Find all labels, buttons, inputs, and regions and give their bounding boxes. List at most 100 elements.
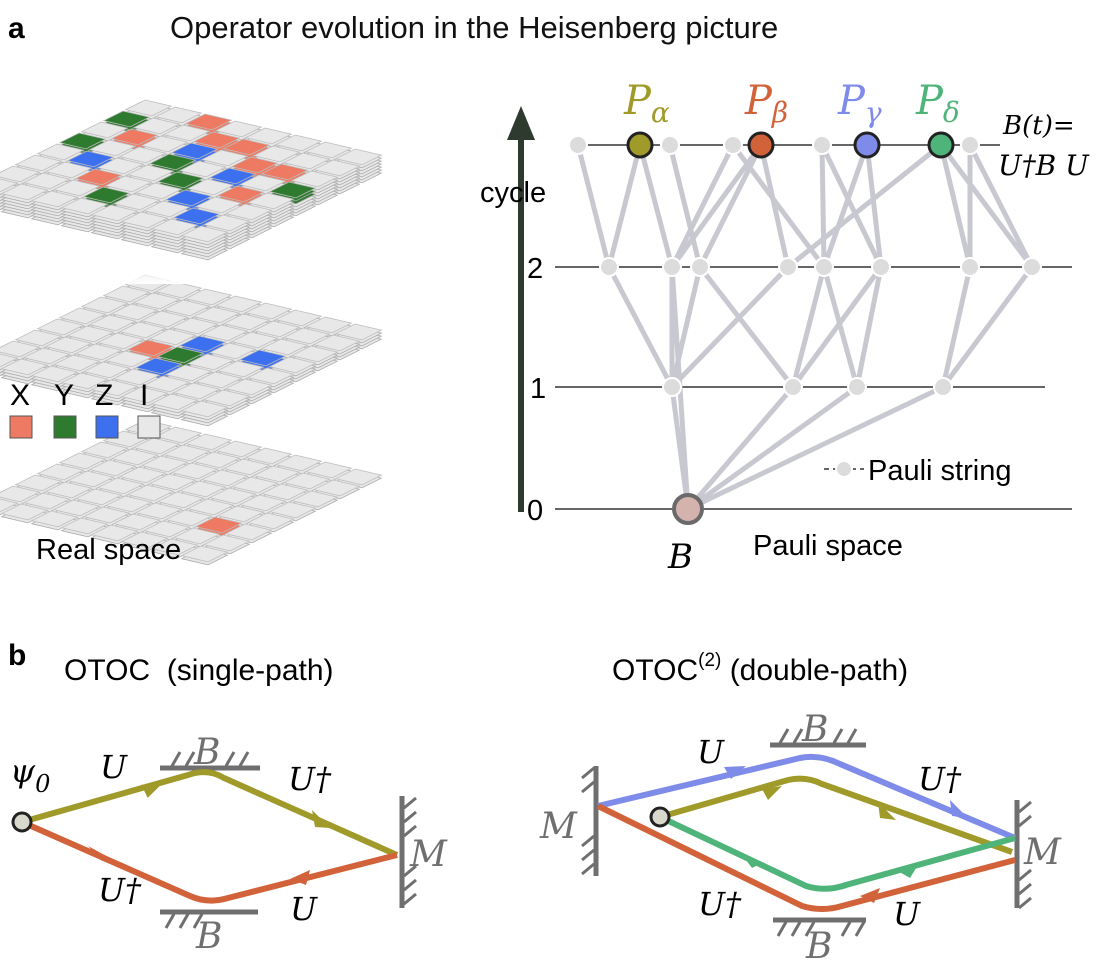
right-arrow-green (896, 865, 918, 878)
label-p-alpha: Pα (623, 78, 670, 129)
tree-edge (819, 143, 884, 269)
panel-b-label: b (8, 639, 26, 672)
cycle-tick-2: 2 (527, 253, 543, 285)
single-path-diagram: B B M ψ0 U U† U† U (10, 732, 448, 957)
tree-edge (669, 266, 703, 388)
tree-edge (730, 143, 827, 269)
left-udag-label-bottom: U† (98, 871, 142, 909)
cycle-axis-arrowhead (507, 106, 535, 140)
pauli-string-node (690, 257, 710, 277)
evolved-operator-line1: B(t)= (1002, 111, 1075, 141)
tree-edge (940, 265, 1035, 389)
cycle-axis-label: cycle (480, 177, 546, 209)
pauli-string-legend-label: Pauli string (868, 455, 1011, 487)
right-orange-path (596, 803, 1016, 912)
right-udag-label-bottom: U† (698, 885, 742, 923)
tree-edge (821, 266, 860, 388)
mirror-m-right-left-hatch (581, 766, 595, 876)
label-p-beta: Pβ (744, 78, 788, 129)
legend-label-i: I (140, 379, 148, 412)
pauli-string-node (933, 377, 953, 397)
cycle-axis (507, 106, 535, 512)
panel-a-title: Operator evolution in the Heisenberg pic… (170, 10, 778, 45)
right-arrow-olive-down (878, 802, 896, 820)
tree-edge (786, 143, 943, 269)
legend-label-x: X (10, 379, 30, 412)
pauli-tree (555, 131, 1072, 525)
tree-edge (606, 265, 675, 389)
mirror-m-right-right-hatch (1018, 800, 1032, 910)
grid-layer-bottom (0, 419, 383, 566)
right-m-right-label: M (1023, 832, 1062, 873)
right-m-left-label: M (539, 806, 578, 847)
tree-edge (575, 144, 612, 268)
psi0-label-sub: 0 (35, 770, 50, 798)
pauli-string-node (960, 135, 980, 155)
tree-edge (606, 144, 643, 268)
grid-layer-top (0, 99, 383, 261)
left-arrow-u-back (290, 870, 310, 885)
right-green-path (658, 814, 1016, 892)
tree-nodes (568, 131, 1042, 525)
right-b-top-label: B (801, 709, 828, 750)
left-arrow-udag-back (88, 846, 110, 861)
right-arrow-blue (724, 766, 746, 779)
grid-layer-middle (0, 274, 383, 427)
tree-edge (940, 266, 973, 388)
left-udag-label-top: U† (288, 760, 332, 798)
legend-swatch-y (53, 415, 77, 439)
left-u-label-bottom: U (290, 890, 318, 928)
tree-edge (854, 266, 884, 388)
pauli-string-node (783, 377, 803, 397)
pauli-string-node (960, 257, 980, 277)
otoc2-title-sup: (2) (698, 650, 721, 671)
tree-edge (790, 266, 827, 388)
real-space-label: Real space (36, 534, 181, 566)
tree-edges (575, 143, 1035, 512)
tree-edge (698, 265, 795, 389)
pauli-string-node (662, 377, 682, 397)
tree-edge (686, 384, 945, 512)
p-gamma-node (853, 131, 881, 159)
pauli-string-node (660, 135, 680, 155)
pauli-string-node (568, 135, 588, 155)
mirror-b-top-right-hatch (778, 728, 858, 744)
pauli-string-node (1022, 257, 1042, 277)
tree-edge (669, 143, 736, 269)
psi0-label-psi: ψ (10, 752, 36, 790)
p-beta-node (747, 131, 775, 159)
p-delta-node (927, 131, 955, 159)
real-space-grids (0, 99, 383, 566)
mirror-b-bottom-left-hatch (164, 913, 204, 929)
right-olive-path (659, 775, 1014, 855)
pauli-string-node (812, 135, 832, 155)
p-alpha-node (626, 131, 654, 159)
otoc2-title: OTOC(2) (double-path) (612, 650, 908, 687)
right-arrow-olive (762, 786, 782, 800)
legend-label-y: Y (54, 379, 74, 412)
operator-b-label: B (667, 537, 693, 577)
evolved-operator-line2: U†B U (998, 149, 1090, 182)
right-u-label-top: U (697, 733, 725, 771)
tree-edge (967, 143, 1035, 269)
left-arrow-udag-forward (312, 810, 330, 828)
tree-edge (670, 265, 790, 389)
right-arrow-orange (860, 888, 880, 903)
tree-edge (697, 143, 764, 269)
tree-edge (667, 144, 703, 268)
right-u-label-bottom: U (893, 895, 921, 933)
mirror-m-left-hatch (403, 796, 417, 906)
left-b-bottom-label: B (195, 916, 222, 957)
pauli-string-node (662, 257, 682, 277)
pauli-string-legend: Pauli string (824, 455, 1011, 487)
legend-swatch-x (9, 415, 33, 439)
tree-edge (790, 265, 884, 389)
right-arrow-green-left (740, 852, 758, 868)
mirror-b-top-left-hatch (170, 751, 250, 767)
pauli-space-label: Pauli space (753, 530, 903, 562)
tree-edge (864, 144, 884, 268)
pauli-string-node (814, 257, 834, 277)
otoc2-title-rest: (double-path) (721, 654, 908, 687)
pauli-string-node (871, 257, 891, 277)
legend-label-z: Z (95, 379, 113, 412)
